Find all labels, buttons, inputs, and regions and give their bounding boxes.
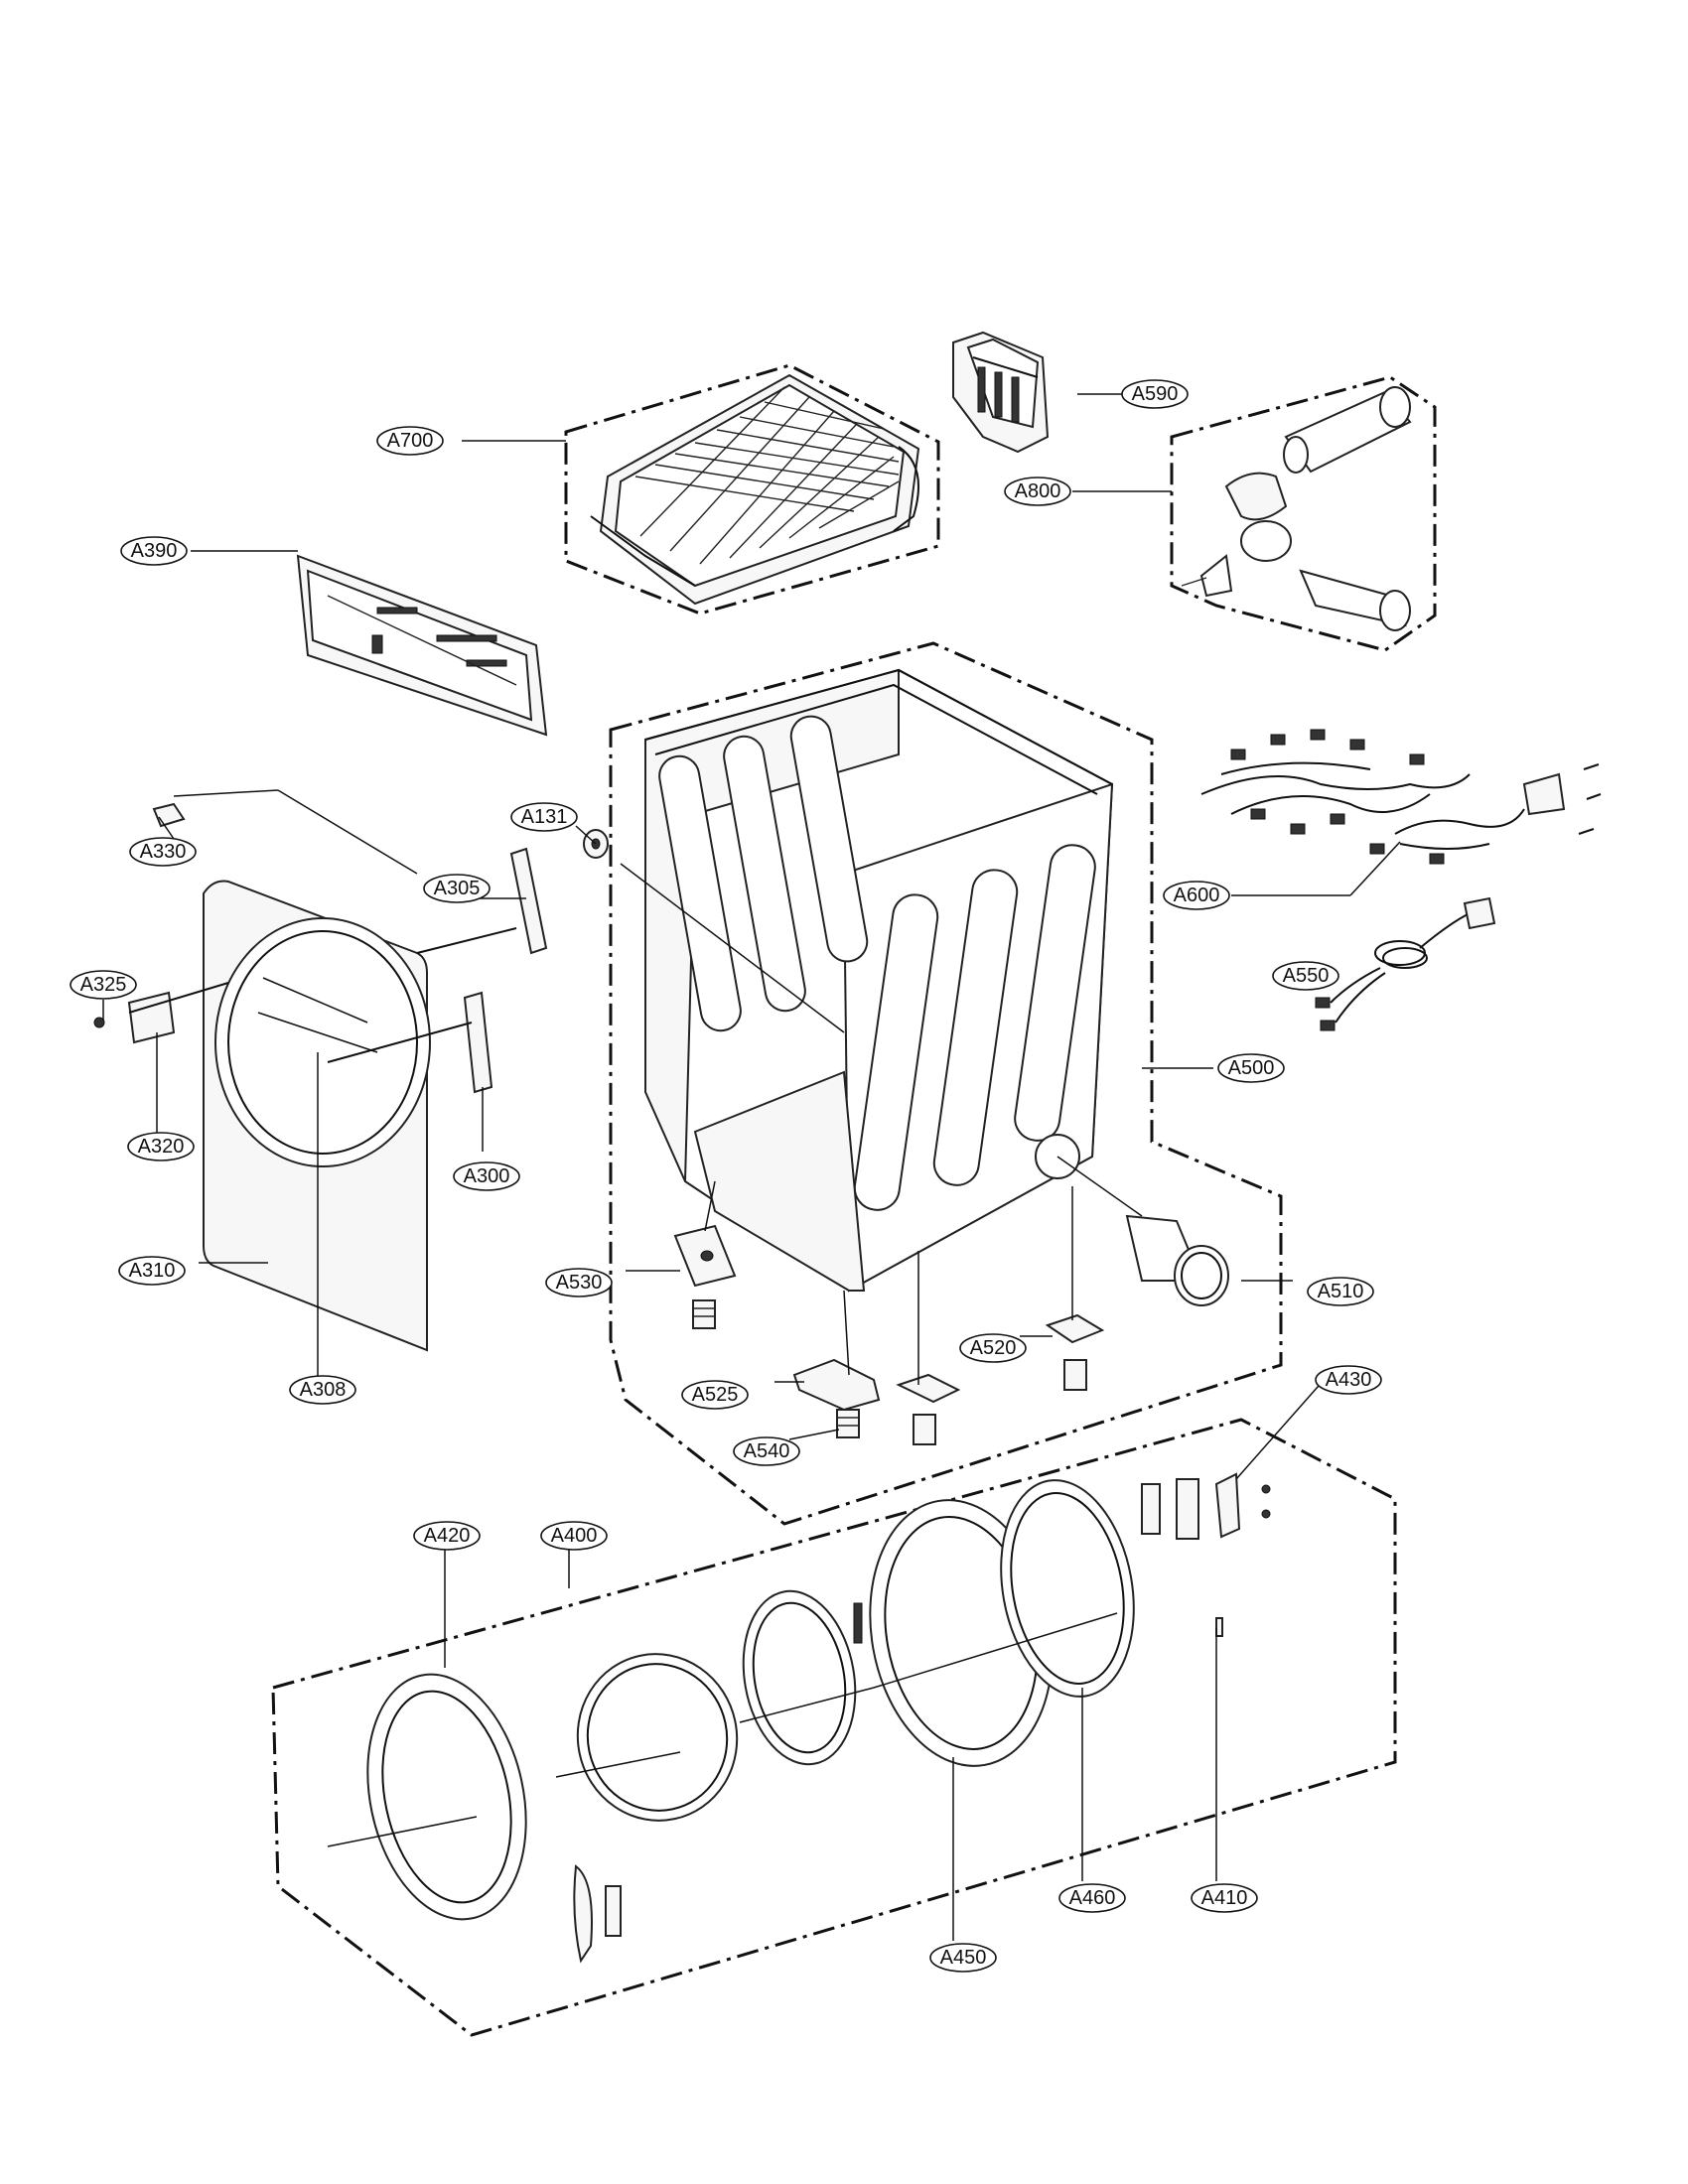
svg-text:A520: A520 bbox=[970, 1337, 1017, 1359]
svg-text:A430: A430 bbox=[1326, 1369, 1372, 1391]
bracket-a520-part bbox=[1045, 1313, 1105, 1391]
callout-a305: A305 bbox=[423, 874, 491, 903]
bracket-center-part bbox=[896, 1373, 961, 1445]
door-outer-ring-part bbox=[366, 1673, 527, 1921]
callout-a325: A325 bbox=[70, 970, 137, 1000]
power-cord-part bbox=[1315, 896, 1496, 1031]
svg-text:A460: A460 bbox=[1069, 1887, 1116, 1909]
svg-text:A320: A320 bbox=[138, 1136, 185, 1158]
svg-text:A800: A800 bbox=[1015, 480, 1061, 502]
rear-bracket-part bbox=[296, 554, 548, 737]
drying-rack-part bbox=[590, 373, 920, 606]
hinge-a305-part bbox=[416, 847, 548, 955]
callout-a330: A330 bbox=[129, 837, 197, 867]
callout-a525: A525 bbox=[681, 1380, 749, 1410]
svg-text:A305: A305 bbox=[434, 878, 481, 899]
callout-a420: A420 bbox=[413, 1521, 481, 1551]
callout-a530: A530 bbox=[545, 1268, 613, 1297]
svg-text:A310: A310 bbox=[129, 1260, 176, 1282]
callout-a460: A460 bbox=[1058, 1883, 1126, 1913]
callout-a520: A520 bbox=[959, 1333, 1027, 1363]
svg-text:A330: A330 bbox=[140, 841, 187, 863]
svg-text:A700: A700 bbox=[387, 430, 434, 452]
callout-a410: A410 bbox=[1191, 1883, 1258, 1913]
svg-text:A390: A390 bbox=[131, 540, 178, 562]
svg-text:A450: A450 bbox=[940, 1947, 987, 1969]
callout-a590: A590 bbox=[1121, 379, 1189, 409]
vent-cover-part bbox=[952, 331, 1050, 454]
leader-lines bbox=[102, 393, 1401, 1941]
callout-a500: A500 bbox=[1217, 1053, 1285, 1083]
callout-a310: A310 bbox=[118, 1256, 186, 1286]
callout-a131: A131 bbox=[510, 802, 578, 832]
hinge-a320-part bbox=[93, 982, 229, 1044]
bracket-a330-part bbox=[152, 802, 186, 828]
door-glass-ring-part bbox=[576, 1653, 739, 1822]
callout-a430: A430 bbox=[1315, 1365, 1382, 1395]
exhaust-duct-kit-part bbox=[1181, 386, 1412, 631]
svg-text:A525: A525 bbox=[692, 1384, 739, 1406]
callout-a450: A450 bbox=[929, 1943, 997, 1973]
svg-text:A300: A300 bbox=[464, 1165, 510, 1187]
callout-a700: A700 bbox=[376, 426, 444, 456]
svg-text:A600: A600 bbox=[1174, 885, 1220, 906]
callout-a308: A308 bbox=[289, 1375, 356, 1405]
hinge-a300-part bbox=[327, 991, 493, 1094]
callout-a600: A600 bbox=[1163, 881, 1230, 910]
svg-text:A500: A500 bbox=[1228, 1057, 1275, 1079]
front-panel-part bbox=[203, 880, 431, 1352]
door-seal-part bbox=[1000, 1479, 1135, 1698]
svg-text:A530: A530 bbox=[556, 1272, 603, 1294]
callout-a540: A540 bbox=[733, 1436, 800, 1466]
door-gasket-part bbox=[742, 1589, 857, 1766]
svg-text:A510: A510 bbox=[1318, 1281, 1364, 1302]
svg-text:A550: A550 bbox=[1283, 965, 1330, 987]
callout-a320: A320 bbox=[127, 1132, 195, 1161]
callout-a400: A400 bbox=[540, 1521, 608, 1551]
svg-text:A590: A590 bbox=[1132, 383, 1179, 405]
pin-a410-part bbox=[1215, 1617, 1223, 1637]
bracket-a525-part bbox=[792, 1358, 881, 1412]
callout-a300: A300 bbox=[453, 1161, 520, 1191]
svg-text:A410: A410 bbox=[1201, 1887, 1248, 1909]
leg-a540-part bbox=[836, 1409, 860, 1438]
svg-text:A540: A540 bbox=[744, 1440, 790, 1462]
callout-a390: A390 bbox=[120, 536, 188, 566]
svg-text:A400: A400 bbox=[551, 1525, 598, 1547]
svg-text:A325: A325 bbox=[80, 974, 127, 996]
group-box-a800 bbox=[1170, 375, 1437, 652]
callout-a550: A550 bbox=[1272, 961, 1339, 991]
svg-text:A131: A131 bbox=[521, 806, 568, 828]
wire-harness-part bbox=[1200, 729, 1602, 865]
leg-a530-part bbox=[692, 1299, 716, 1329]
hinge-a430-part bbox=[1141, 1472, 1271, 1540]
svg-text:A308: A308 bbox=[300, 1379, 347, 1401]
callout-a800: A800 bbox=[1004, 477, 1071, 506]
group-box-a400 bbox=[271, 1418, 1397, 2037]
callout-a510: A510 bbox=[1307, 1277, 1374, 1306]
svg-text:A420: A420 bbox=[424, 1525, 471, 1547]
exhaust-duct-part bbox=[1125, 1214, 1229, 1306]
cabinet-part bbox=[643, 668, 1114, 1293]
bracket-a530-part bbox=[673, 1224, 737, 1288]
door-handle-part bbox=[573, 1864, 622, 1964]
